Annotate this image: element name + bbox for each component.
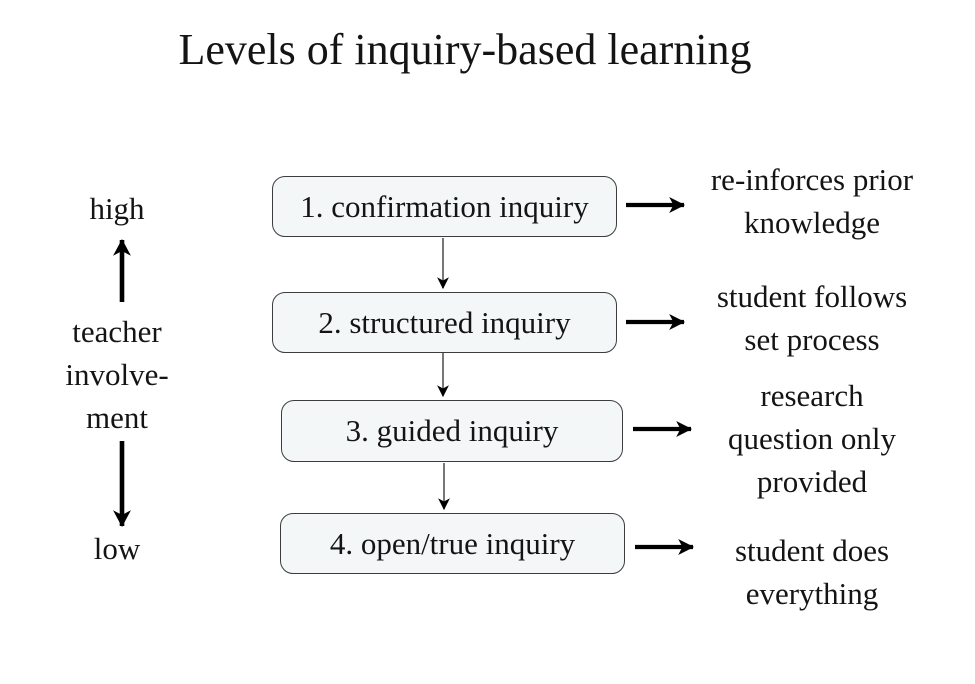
description-line: provided <box>756 464 868 499</box>
description-line: knowledge <box>743 205 881 240</box>
level-box-label: 2. structured inquiry <box>318 304 571 340</box>
description-line: everything <box>745 576 879 611</box>
axis-caption: teacher involve- ment <box>17 310 217 439</box>
description-line: student does <box>734 533 890 568</box>
level-box-confirmation: 1. confirmation inquiry <box>272 176 617 237</box>
axis-caption-line: ment <box>86 400 148 435</box>
description-line: question only <box>728 421 896 456</box>
level-box-open: 4. open/true inquiry <box>280 513 625 574</box>
level-box-label: 3. guided inquiry <box>345 413 559 448</box>
level-box-label: 1. confirmation inquiry <box>300 188 589 224</box>
level-box-guided: 3. guided inquiry <box>281 400 623 462</box>
level-description-open: student does everything <box>662 529 962 615</box>
level-box-label: 4. open/true inquiry <box>329 525 576 561</box>
axis-high-label: high <box>89 191 145 226</box>
description-line: student follows <box>716 279 908 314</box>
axis-caption-line: involve- <box>65 357 169 392</box>
description-line: research <box>760 378 864 413</box>
axis-caption-line: teacher <box>72 314 162 349</box>
page-title: Levels of inquiry-based learning <box>178 25 752 74</box>
level-description-confirmation: re-inforces prior knowledge <box>662 158 962 244</box>
axis-low-label: low <box>93 531 141 566</box>
level-description-guided: research question only provided <box>662 374 962 503</box>
description-line: set process <box>744 322 880 357</box>
level-box-structured: 2. structured inquiry <box>272 292 617 353</box>
level-description-structured: student follows set process <box>662 275 962 361</box>
description-line: re-inforces prior <box>710 162 914 197</box>
